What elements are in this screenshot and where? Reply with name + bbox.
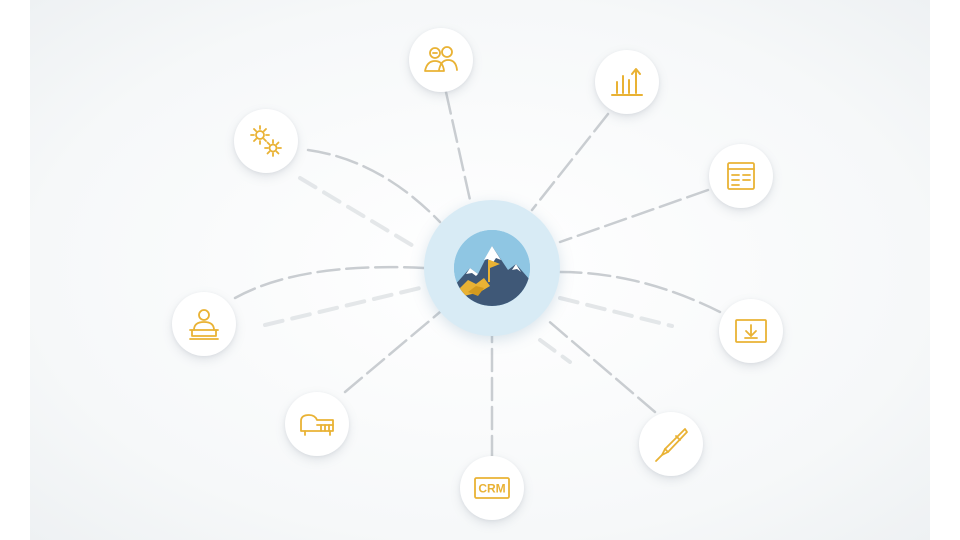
node-crm[interactable]: CRM xyxy=(460,456,524,520)
faint-link-4 xyxy=(538,338,572,364)
user-desk-icon xyxy=(189,309,219,340)
link-growth-chart xyxy=(530,112,610,212)
central-hub[interactable] xyxy=(424,200,560,336)
piano-icon xyxy=(300,414,334,436)
node-team[interactable] xyxy=(409,28,473,92)
link-tools xyxy=(543,316,657,414)
link-download xyxy=(558,270,722,314)
gears-icon xyxy=(250,125,282,157)
link-settings xyxy=(306,148,442,224)
faint-link-3 xyxy=(558,296,674,328)
left-margin xyxy=(0,0,30,540)
node-user-desk[interactable] xyxy=(172,292,236,356)
crm-box-icon: CRM xyxy=(474,477,510,499)
link-team xyxy=(444,90,472,202)
node-tools[interactable] xyxy=(639,412,703,476)
crm-label: CRM xyxy=(478,482,505,496)
node-download[interactable] xyxy=(719,299,783,363)
bar-chart-growth-icon xyxy=(611,68,643,96)
faint-link-2 xyxy=(263,286,422,327)
node-piano[interactable] xyxy=(285,392,349,456)
node-growth-chart[interactable] xyxy=(595,50,659,114)
right-margin xyxy=(930,0,960,540)
node-dashboard[interactable] xyxy=(709,144,773,208)
mountain-summit-flag-icon xyxy=(454,230,530,306)
dashboard-window-icon xyxy=(727,162,755,190)
faint-link-1 xyxy=(298,176,422,252)
download-box-icon xyxy=(735,319,767,343)
pen-tool-icon xyxy=(655,428,688,462)
team-people-icon xyxy=(424,46,458,72)
link-user-desk xyxy=(233,265,426,300)
link-piano xyxy=(343,310,442,394)
link-dashboard xyxy=(558,188,710,244)
node-settings[interactable] xyxy=(234,109,298,173)
